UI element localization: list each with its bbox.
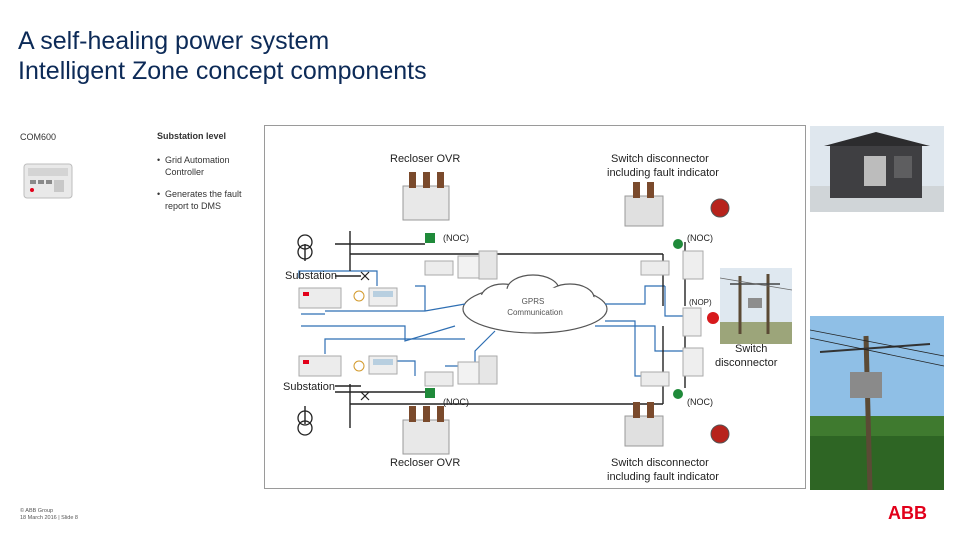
switch-top-device bbox=[624, 182, 730, 227]
switch-bottom-label-line1: Switch disconnector bbox=[611, 457, 709, 469]
recloser-bottom-controller bbox=[424, 355, 498, 387]
pole-switch-photo bbox=[720, 268, 792, 344]
footer-copyright: © ABB Group bbox=[20, 508, 54, 514]
gprs-label: GPRS bbox=[522, 297, 545, 306]
footer-date-slide: 18 March 2016 | Slide 8 bbox=[20, 515, 78, 521]
title-line-2: Intelligent Zone concept components bbox=[18, 57, 427, 85]
noc-label-3: (NOC) bbox=[443, 397, 469, 407]
nop-label: (NOP) bbox=[689, 298, 712, 307]
switch-top-label-line2: including fault indicator bbox=[607, 167, 719, 179]
recloser-top-label: Recloser OVR bbox=[390, 153, 460, 165]
svg-text:ABB: ABB bbox=[888, 504, 927, 522]
gprs-cloud bbox=[462, 274, 608, 334]
self-healing-diagram: GPRS Communication bbox=[264, 125, 806, 489]
recloser-bottom-device bbox=[402, 406, 450, 455]
transformer-bottom-icon bbox=[297, 410, 313, 436]
diagram-canvas: GPRS Communication bbox=[283, 153, 778, 483]
substation-bottom-equipment bbox=[298, 355, 398, 377]
noc-status-square-bottom bbox=[425, 388, 435, 398]
noc-label-4: (NOC) bbox=[687, 397, 713, 407]
noc-label-2: (NOC) bbox=[687, 233, 713, 243]
switch-top-controller bbox=[640, 250, 704, 280]
switch-bottom-label-line2: including fault indicator bbox=[607, 471, 719, 483]
abb-logo: ABB bbox=[888, 504, 927, 522]
breaker-top-icon bbox=[360, 271, 370, 281]
com600-label: COM600 bbox=[20, 132, 57, 142]
bullet-fault-report: Generates the fault report to DMS bbox=[157, 188, 267, 212]
noc-status-square-top bbox=[425, 233, 435, 243]
noc-status-circle-bottom bbox=[673, 389, 683, 399]
slide-title: A self-healing power system Intelligent … bbox=[18, 26, 427, 86]
substation-level-heading: Substation level bbox=[157, 131, 227, 141]
footer: © ABB Group 18 March 2016 | Slide 8 bbox=[20, 508, 78, 522]
noc-label-1: (NOC) bbox=[443, 233, 469, 243]
kiosk-photo bbox=[810, 126, 944, 212]
switch-top-label-line1: Switch disconnector bbox=[611, 153, 709, 165]
switch-bottom-controller bbox=[640, 347, 704, 387]
communication-label: Communication bbox=[507, 308, 563, 317]
substation-top-label: Substation bbox=[285, 270, 337, 282]
noc-status-circle-top bbox=[673, 239, 683, 249]
nop-switch-controller bbox=[682, 307, 702, 337]
substation-bottom-label: Substation bbox=[283, 381, 335, 393]
switch-disconnector-label-line1: Switch bbox=[735, 343, 767, 355]
breaker-bottom-icon bbox=[360, 391, 370, 401]
recloser-bottom-label: Recloser OVR bbox=[390, 457, 460, 469]
substation-top-equipment bbox=[298, 287, 398, 309]
recloser-top-device bbox=[402, 172, 450, 221]
recloser-top-controller bbox=[424, 250, 498, 280]
transformer-top-icon bbox=[297, 234, 313, 260]
nop-status-circle-open bbox=[707, 312, 719, 324]
bullet-grid-automation: Grid Automation Controller bbox=[157, 154, 267, 178]
com600-device-image bbox=[23, 163, 73, 199]
overhead-line-photo bbox=[810, 316, 944, 490]
title-line-1: A self-healing power system bbox=[18, 27, 330, 55]
switch-bottom-device bbox=[624, 402, 730, 447]
substation-level-block: Substation level Grid Automation Control… bbox=[157, 130, 267, 222]
switch-disconnector-label-line2: disconnector bbox=[715, 357, 778, 369]
